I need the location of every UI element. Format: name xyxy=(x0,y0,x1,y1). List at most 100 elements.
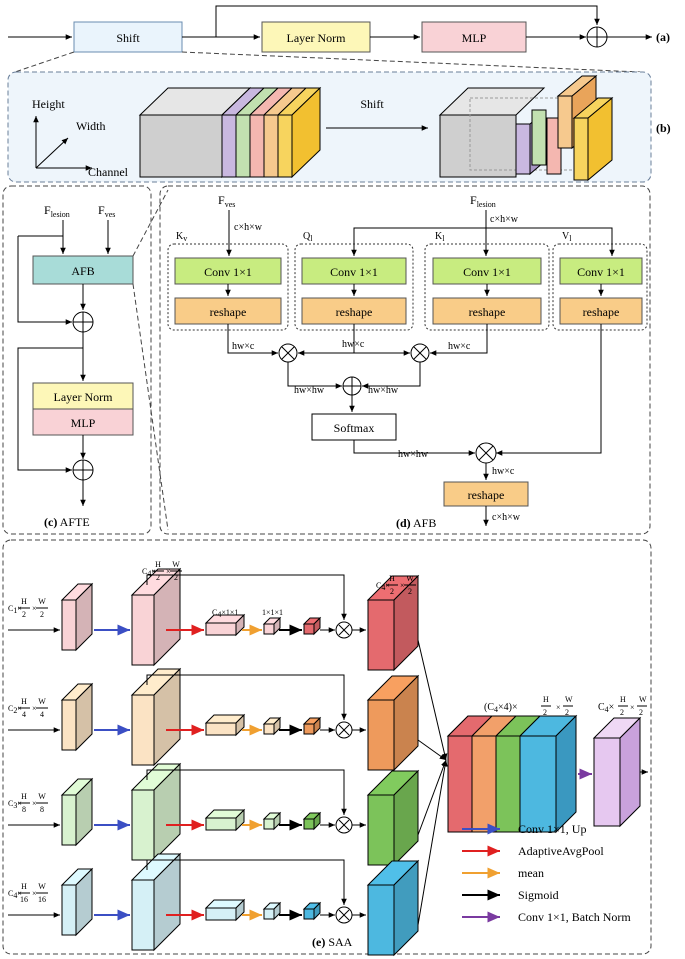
svg-text:2: 2 xyxy=(408,587,412,596)
afte-layer-norm-box xyxy=(32,382,134,410)
afb-hwhw-3: hw×hw xyxy=(398,449,429,460)
afb-hwc-3: hw×c xyxy=(448,341,471,352)
saa-row-input-dims: C2×H4×W4 xyxy=(8,697,48,719)
legend-label: Sigmoid xyxy=(518,888,559,902)
kv-reshape-label: reshape xyxy=(210,305,247,319)
panel-a: Shift Layer Norm MLP (a) xyxy=(8,5,670,73)
axis-height: Height xyxy=(32,97,65,111)
afb-chw-out: c×h×w xyxy=(492,512,521,523)
saa-out-cube xyxy=(366,859,420,957)
saa-weight-cube xyxy=(302,901,322,921)
afte-caption: (c) AFTE xyxy=(44,515,90,529)
saa-pooled-cube xyxy=(204,808,246,832)
svg-text:H: H xyxy=(543,695,549,704)
saa-mean-cube xyxy=(262,901,282,921)
kl-conv-label: Conv 1×1 xyxy=(463,265,511,279)
saa-output-block xyxy=(592,716,642,828)
saa-row-input-dims: C3×H8×W8 xyxy=(8,792,48,814)
svg-text:H: H xyxy=(21,882,27,891)
saa-row-4: C4×H16×W16 xyxy=(8,759,448,957)
svg-text:W: W xyxy=(38,882,46,891)
mlp-box xyxy=(421,21,527,53)
svg-text:2: 2 xyxy=(40,610,44,619)
afb-chw-ves: c×h×w xyxy=(234,222,263,233)
svg-text:W: W xyxy=(406,574,414,583)
concat-fracs: H2 × W2 xyxy=(541,695,573,717)
panel-b: Height Width Channel Shift xyxy=(7,71,671,183)
ql-conv-label: Conv 1×1 xyxy=(330,265,378,279)
saa-out-cube xyxy=(366,769,420,867)
svg-text:2: 2 xyxy=(565,708,569,717)
saa-input-cube xyxy=(60,777,94,847)
svg-text:×: × xyxy=(32,889,37,898)
svg-text:×: × xyxy=(32,704,37,713)
concat-dims: (C4×4)× xyxy=(484,702,518,714)
legend-item: Conv 1×1, Batch Norm xyxy=(462,910,631,924)
saa-input-cube xyxy=(60,582,94,652)
shift-arrow-label: Shift xyxy=(360,97,384,111)
shift-label: Shift xyxy=(116,31,140,45)
branch-vl-tag: Vl xyxy=(562,231,572,243)
out-dims: C4× xyxy=(598,702,614,714)
svg-text:×: × xyxy=(556,703,561,712)
panel-c-frame xyxy=(2,185,152,535)
svg-text:2: 2 xyxy=(156,573,160,582)
svg-text:W: W xyxy=(38,792,46,801)
afte-f-lesion: Flesion xyxy=(44,203,70,219)
svg-text:4: 4 xyxy=(40,710,44,719)
branch-vl: Conv 1×1 reshape xyxy=(559,257,643,325)
svg-text:C2×: C2× xyxy=(8,704,22,715)
saa-out-cube xyxy=(366,674,420,772)
axis-channel: Channel xyxy=(88,165,129,179)
svg-text:2: 2 xyxy=(543,708,547,717)
legend-label: Conv 1×1, Batch Norm xyxy=(518,910,631,924)
svg-text:8: 8 xyxy=(22,805,26,814)
afte-afb-label: AFB xyxy=(71,264,94,278)
afte-layer-norm-label: Layer Norm xyxy=(54,390,114,404)
layer-norm-box xyxy=(261,21,371,53)
branch-ql-tag: Ql xyxy=(303,231,313,243)
svg-text:W: W xyxy=(38,597,46,606)
concat-block xyxy=(446,714,578,834)
feature-block-before xyxy=(138,86,322,179)
afb-hwhw-2: hw×hw xyxy=(368,385,399,396)
c4x1x1-label: C4×1×1 xyxy=(212,608,238,619)
axis-width: Width xyxy=(76,119,106,133)
tag-a: (a) xyxy=(656,30,670,44)
afte-mlp-label: MLP xyxy=(71,416,96,430)
svg-text:×: × xyxy=(166,567,171,576)
branch-kv-tag: Kv xyxy=(176,231,187,243)
mlp-label: MLP xyxy=(462,31,487,45)
saa-up-cube xyxy=(130,567,182,667)
saa-c4-out-dims: C4×H2×W2 xyxy=(376,574,416,596)
legend-item: AdaptiveAvgPool xyxy=(462,844,604,858)
afb-caption: (d) AFB xyxy=(396,516,436,530)
branch-kl: Conv 1×1 reshape xyxy=(432,257,542,325)
afb-hwc-2: hw×c xyxy=(342,339,365,350)
svg-text:H: H xyxy=(21,597,27,606)
panel-e-frame xyxy=(2,539,652,955)
svg-text:W: W xyxy=(38,697,46,706)
saa-legend: Conv 1×1, UpAdaptiveAvgPoolmeanSigmoidCo… xyxy=(462,822,631,924)
legend-item: Conv 1×1, Up xyxy=(462,822,586,836)
svg-text:16: 16 xyxy=(38,895,46,904)
svg-text:×: × xyxy=(32,799,37,808)
vl-conv-label: Conv 1×1 xyxy=(577,265,625,279)
saa-weight-cube xyxy=(302,811,322,831)
saa-up-cube xyxy=(130,852,182,952)
afb-f-lesion: Flesion xyxy=(470,193,496,209)
legend-label: AdaptiveAvgPool xyxy=(518,844,604,858)
svg-text:8: 8 xyxy=(40,805,44,814)
svg-text:4: 4 xyxy=(22,710,26,719)
layer-norm-label: Layer Norm xyxy=(287,31,347,45)
vl-reshape-label: reshape xyxy=(583,305,620,319)
panel-d-frame xyxy=(159,185,651,535)
legend-label: Conv 1×1, Up xyxy=(518,822,586,836)
svg-text:2: 2 xyxy=(390,587,394,596)
svg-text:2: 2 xyxy=(174,573,178,582)
kv-conv-label: Conv 1×1 xyxy=(204,265,252,279)
svg-text:2: 2 xyxy=(639,708,643,717)
panel-d: Fves Flesion c×h×w c×h×w Kv Ql Kl Vl Con… xyxy=(159,185,651,535)
